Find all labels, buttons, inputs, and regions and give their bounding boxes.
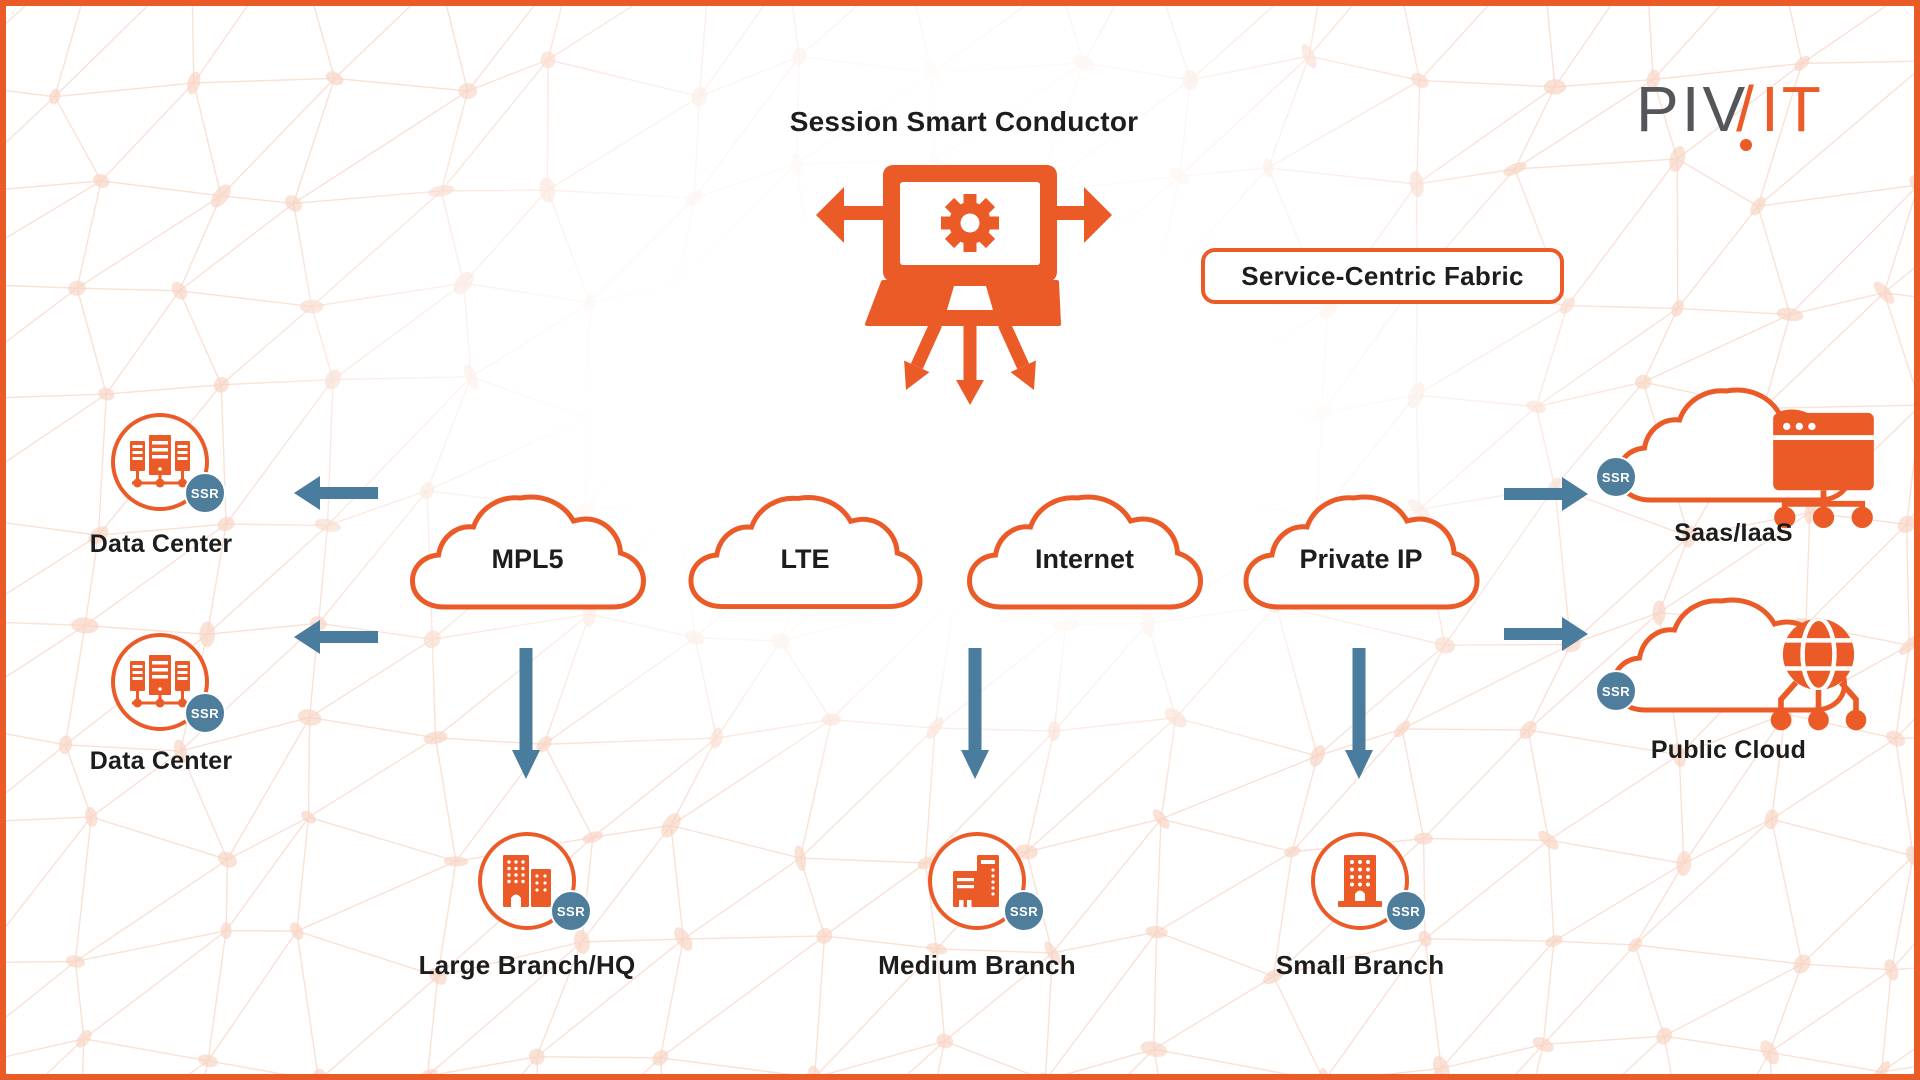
gear-icon xyxy=(941,194,999,252)
conductor-right-arrowhead xyxy=(1084,187,1112,243)
page-title: Session Smart Conductor xyxy=(789,106,1139,137)
large-branch-buildings-icon xyxy=(503,855,551,907)
server-rack-icon xyxy=(130,435,190,488)
globe-icon xyxy=(1770,618,1867,731)
arrow-to-data-center-1 xyxy=(294,476,378,510)
saas-server-icon xyxy=(1773,412,1874,529)
cloud-internet: Internet xyxy=(963,494,1206,614)
data-center-1-label: Data Center xyxy=(89,530,233,558)
public-cloud-node xyxy=(1606,597,1867,731)
data-center-2-label: Data Center xyxy=(89,747,233,775)
ssr-badge: SSR xyxy=(1003,890,1045,932)
ssr-badge: SSR xyxy=(550,890,592,932)
small-branch-building-icon xyxy=(1338,855,1382,907)
saas-label: Saas/IaaS xyxy=(1674,519,1793,547)
pivit-logo: PIV/IT xyxy=(1636,72,1824,151)
saas-cloud-node xyxy=(1611,387,1874,529)
large-branch-label: Large Branch/HQ xyxy=(418,950,636,980)
cloud-mpl5: MPL5 xyxy=(406,494,649,614)
medium-branch-label: Medium Branch xyxy=(878,950,1076,980)
arrow-to-saas xyxy=(1504,477,1588,511)
conductor-down-arrowhead xyxy=(956,380,984,405)
pivit-logo-orange: IT xyxy=(1760,73,1824,145)
cloud-private-ip-label: Private IP xyxy=(1299,544,1423,574)
cloud-lte-label: LTE xyxy=(780,544,830,574)
ssr-badge: SSR xyxy=(184,472,226,514)
arrow-to-data-center-2 xyxy=(294,620,378,654)
service-centric-fabric-box: Service-Centric Fabric xyxy=(1201,248,1564,304)
medium-branch-buildings-icon xyxy=(953,855,999,907)
public-cloud-label: Public Cloud xyxy=(1650,736,1807,764)
small-branch-label: Small Branch xyxy=(1275,950,1445,980)
arrow-to-public-cloud xyxy=(1504,617,1588,651)
arrow-to-medium-branch xyxy=(955,648,995,779)
laptop-gear-conductor-icon xyxy=(816,165,1112,405)
cloud-mpl5-label: MPL5 xyxy=(491,544,564,574)
pivit-logo-gray: PIV xyxy=(1636,73,1749,145)
server-rack-icon xyxy=(130,655,190,708)
ssr-badge: SSR xyxy=(1595,670,1637,712)
cloud-lte: LTE xyxy=(686,494,924,614)
cloud-private-ip: Private IP xyxy=(1239,494,1483,614)
ssr-badge: SSR xyxy=(184,692,226,734)
ssr-badge: SSR xyxy=(1595,456,1637,498)
arrow-to-small-branch xyxy=(1339,648,1379,779)
cloud-internet-label: Internet xyxy=(1034,544,1134,574)
ssr-badge: SSR xyxy=(1385,890,1427,932)
pivit-logo-slash: / xyxy=(1736,73,1757,151)
arrow-to-large-branch xyxy=(506,648,546,779)
conductor-left-arrowhead xyxy=(816,187,844,243)
